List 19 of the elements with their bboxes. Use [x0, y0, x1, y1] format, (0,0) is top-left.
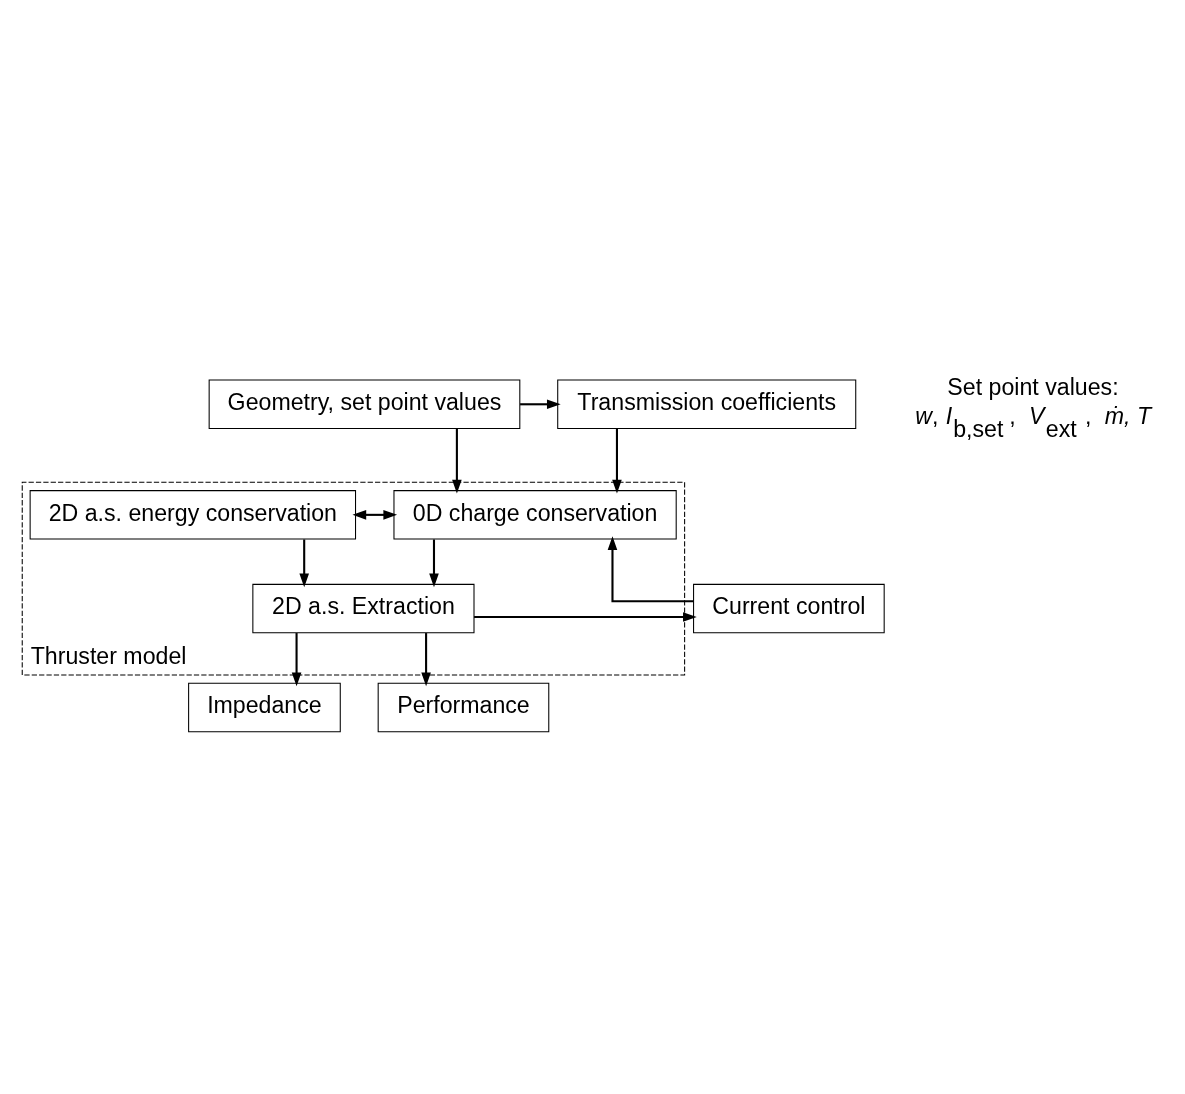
arrow [451, 428, 462, 493]
node-box: Transmission coefficients [556, 379, 856, 429]
label: Set point values: [946, 373, 1119, 400]
arrow [298, 539, 309, 587]
arrow [607, 535, 693, 602]
arrow [420, 632, 431, 686]
node-box: Geometry, set point values [208, 379, 520, 429]
node-box: Performance [377, 682, 549, 732]
node-box: 2D a.s. Extraction [251, 583, 475, 633]
arrow [611, 428, 622, 493]
node-box: 0D charge conservation [392, 489, 677, 540]
arrow [291, 632, 301, 686]
arrow [428, 539, 439, 587]
arrow [519, 398, 561, 409]
arrow [351, 509, 397, 520]
node-box: Impedance [187, 682, 341, 732]
node-box: Current control [692, 583, 885, 633]
node-box: 2D a.s. energy conservation [29, 489, 356, 540]
arrow [473, 611, 697, 622]
